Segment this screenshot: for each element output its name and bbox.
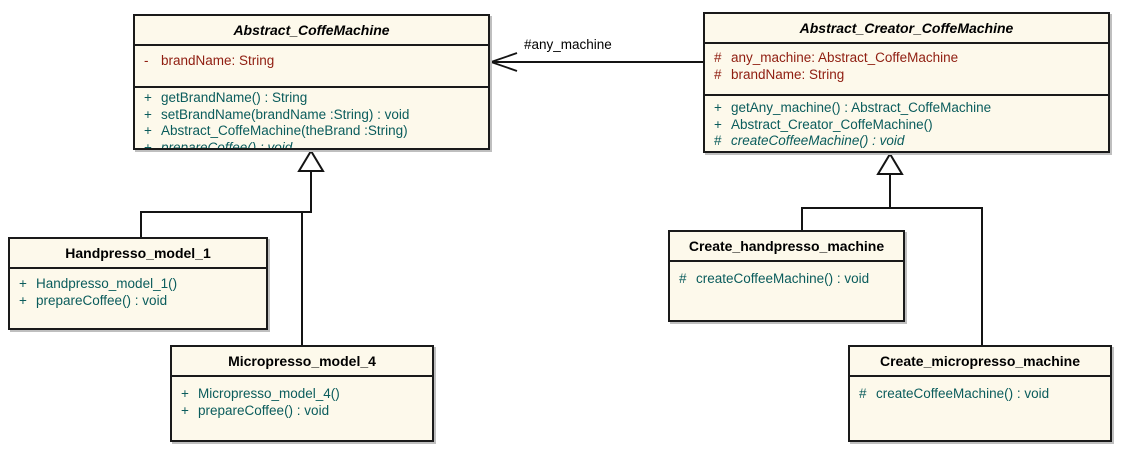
class-abstract-coffe-machine[interactable]: Abstract_CoffeMachine -brandName: String… <box>133 14 490 150</box>
method-row: # createCoffeeMachine() : void <box>705 133 1108 150</box>
class-name: Handpresso_model_1 <box>65 245 211 261</box>
member-text: Micropresso_model_4() <box>198 386 340 401</box>
class-name: Abstract_CoffeMachine <box>233 22 390 38</box>
visibility-symbol: + <box>144 106 152 122</box>
class-name: Create_handpresso_machine <box>688 238 885 254</box>
visibility-symbol: # <box>714 67 722 82</box>
method-row: + prepareCoffee() : void <box>10 293 266 310</box>
method-row: + Abstract_CoffeMachine(theBrand :String) <box>135 123 488 140</box>
method-row: + setBrandName(brandName :String) : void <box>135 107 488 124</box>
attributes-compartment: -brandName: String <box>135 44 488 86</box>
class-create-micropresso-machine[interactable]: Create_micropresso_machine # createCoffee… <box>848 345 1112 442</box>
visibility-symbol: + <box>19 276 27 291</box>
class-name: Micropresso_model_4 <box>228 353 376 369</box>
visibility-symbol: + <box>19 292 27 308</box>
member-text: prepareCoffee() : void <box>198 402 330 418</box>
attribute-row: # any_machine: Abstract_CoffeMachine <box>705 49 1108 66</box>
visibility-symbol: + <box>144 123 152 138</box>
member-text: brandName: String <box>161 53 275 68</box>
methods-compartment: + getAny_machine() : Abstract_CoffeMachin… <box>705 94 1108 151</box>
class-name: Create_micropresso_machine <box>880 353 1080 369</box>
class-name: Abstract_Creator_CoffeMachine <box>799 20 1014 36</box>
method-row: + Handpresso_model_1() <box>10 276 266 293</box>
member-text: Abstract_CoffeMachine(theBrand :String) <box>161 123 408 138</box>
class-micropresso-model-4[interactable]: Micropresso_model_4 + Micropresso_model_4… <box>170 345 434 442</box>
member-text: prepareCoffee() : void <box>36 292 168 308</box>
methods-compartment: + getBrandName() : String + setBrandName(br… <box>135 86 488 148</box>
visibility-symbol: + <box>181 402 189 418</box>
method-row: # createCoffeeMachine() : void <box>850 386 1110 403</box>
method-row: + prepareCoffee() : void <box>172 403 432 420</box>
visibility-symbol: + <box>144 90 152 105</box>
class-handpresso-model-1[interactable]: Handpresso_model_1 + Handpresso_model_1()… <box>8 237 268 330</box>
methods-compartment: + Handpresso_model_1() + prepareCoffee() : … <box>10 267 266 328</box>
method-row: + getBrandName() : String <box>135 90 488 107</box>
methods-compartment: + Micropresso_model_4() + prepareCoffee() :… <box>172 375 432 440</box>
method-row: + Micropresso_model_4() <box>172 386 432 403</box>
visibility-symbol: # <box>679 271 687 286</box>
method-row: + Abstract_Creator_CoffeMachine() <box>705 117 1108 134</box>
member-text: createCoffeeMachine() : void <box>731 133 905 148</box>
method-row: # createCoffeeMachine() : void <box>670 271 903 288</box>
member-text: any_machine: Abstract_CoffeMachine <box>731 50 959 65</box>
visibility-symbol: - <box>144 53 149 68</box>
visibility-symbol: # <box>714 50 722 65</box>
member-text: prepareCoffee() : void <box>161 139 293 149</box>
methods-compartment: # createCoffeeMachine() : void <box>670 260 903 320</box>
visibility-symbol: + <box>714 100 722 115</box>
member-text: setBrandName(brandName :String) : void <box>161 106 410 122</box>
visibility-symbol: + <box>714 116 722 132</box>
visibility-symbol: # <box>859 386 867 401</box>
visibility-symbol: # <box>714 133 722 148</box>
generalization-triangle-left[interactable] <box>297 149 325 172</box>
member-text: Handpresso_model_1() <box>36 276 178 291</box>
member-text: brandName: String <box>731 67 845 82</box>
member-text: getBrandName() : String <box>161 90 308 105</box>
member-text: createCoffeeMachine() : void <box>876 386 1050 401</box>
attributes-compartment: # any_machine: Abstract_CoffeMachine # bran… <box>705 42 1108 94</box>
visibility-symbol: + <box>181 386 189 401</box>
member-text: createCoffeeMachine() : void <box>696 271 870 286</box>
attribute-row: # brandName: String <box>705 66 1108 83</box>
attribute-row: -brandName: String <box>135 52 488 69</box>
association-open-arrowhead[interactable] <box>488 52 518 72</box>
method-row: + prepareCoffee() : void <box>135 140 488 149</box>
generalization-triangle-right[interactable] <box>876 152 904 175</box>
member-text: getAny_machine() : Abstract_CoffeMachine <box>731 100 992 115</box>
methods-compartment: # createCoffeeMachine() : void <box>850 375 1110 440</box>
association-label[interactable]: #any_machine <box>524 37 612 52</box>
visibility-symbol: + <box>144 139 152 149</box>
class-abstract-creator-coffe-machine[interactable]: Abstract_Creator_CoffeMachine # any_machi… <box>703 12 1110 153</box>
class-create-handpresso-machine[interactable]: Create_handpresso_machine # createCoffeeM… <box>668 230 905 322</box>
method-row: + getAny_machine() : Abstract_CoffeMachin… <box>705 100 1108 117</box>
member-text: Abstract_Creator_CoffeMachine() <box>731 116 933 132</box>
